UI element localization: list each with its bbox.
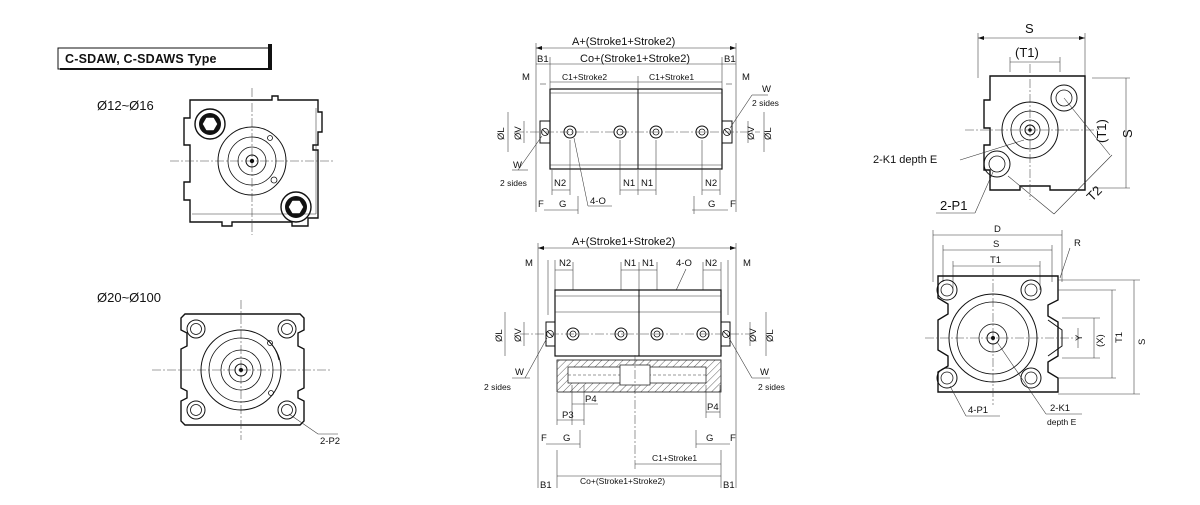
label-2-P2: 2-P2	[320, 436, 340, 447]
dim-bottom-co: Co+(Stroke1+Stroke2)	[580, 476, 665, 486]
dim-top-w-left: W	[513, 160, 522, 171]
dim-top-phiV-right: ØV	[746, 126, 757, 140]
dim-top-m-left: M	[522, 72, 530, 83]
dim-bottom-phiL-left: ØL	[494, 329, 505, 342]
small-rod-cover-circle	[217, 126, 287, 196]
bottom-mounting-holes	[566, 327, 710, 341]
dim-top-b1-right: B1	[724, 54, 736, 65]
large-port-holes	[186, 319, 297, 420]
top-cylinder-body	[549, 88, 723, 170]
dim-right-d: D	[994, 224, 1001, 235]
dim-top-g-left: G	[559, 199, 566, 210]
dim-right-s-side: S	[1120, 129, 1135, 138]
dim-top-phiV-left: ØV	[513, 126, 524, 140]
dim-top-phiL-left: ØL	[496, 127, 507, 140]
small-body-outline	[183, 95, 323, 227]
dim-right-t2: T2	[1084, 183, 1105, 204]
label-depth-E-bottom: depth E	[1047, 417, 1077, 427]
dim-top-w-right: W	[762, 84, 771, 95]
small-port-top-left	[194, 108, 226, 140]
dim-bottom-overall: A+(Stroke1+Stroke2)	[572, 236, 675, 248]
dim-top-f-left: F	[538, 199, 544, 210]
dim-top-f-right: F	[730, 199, 736, 210]
dim-bottom-p3: P3	[562, 410, 574, 421]
large-body-outline	[180, 313, 305, 426]
dim-right-s-bottom: S	[993, 239, 999, 250]
top-mounting-holes	[563, 125, 709, 139]
label-2-P1: 2-P1	[940, 198, 967, 213]
dim-bottom-p4-right: P4	[707, 402, 719, 413]
dim-bottom-phiL-right: ØL	[765, 329, 776, 342]
dim-top-n1-right: N1	[641, 178, 653, 189]
top-side-view: A+(Stroke1+Stroke2) B1 B1 Co+(Stroke1+St…	[496, 36, 779, 214]
dim-right-t1-side: (T1)	[1094, 119, 1109, 143]
dim-bottom-phiV-left: ØV	[513, 328, 524, 342]
large-bore-front-view: Ø20~Ø100 2-P2	[97, 290, 340, 447]
small-port-bottom-right	[280, 191, 312, 223]
size-label-large: Ø20~Ø100	[97, 290, 161, 305]
bottom-cylinder-body	[554, 289, 722, 357]
dim-right-t1-top: (T1)	[1015, 45, 1039, 60]
type-title: C-SDAW, C-SDAWS Type	[57, 44, 272, 70]
dim-top-b1-left: B1	[537, 54, 549, 65]
dim-top-w-right-sides: 2 sides	[752, 98, 779, 108]
dim-bottom-n2-left: N2	[559, 258, 571, 269]
dim-top-m-right: M	[742, 72, 750, 83]
dim-right-s-side-bottom: S	[1137, 339, 1148, 345]
dim-bottom-phiV-right: ØV	[748, 328, 759, 342]
dim-bottom-w-left-sides: 2 sides	[484, 382, 511, 392]
dim-bottom-f-right: F	[730, 433, 736, 444]
dim-right-s-top: S	[1025, 21, 1034, 36]
dim-bottom-4-O: 4-O	[676, 258, 692, 269]
dim-top-n2-right: N2	[705, 178, 717, 189]
dim-top-phiL-right: ØL	[763, 127, 774, 140]
dim-top-4-O: 4-O	[590, 196, 606, 207]
dim-right-t1-bottom: T1	[990, 255, 1001, 266]
dim-bottom-m-left: M	[525, 258, 533, 269]
label-4-P1: 4-P1	[968, 405, 988, 416]
large-rod-cover-circle	[200, 329, 282, 411]
dim-right-t1-side-bottom: T1	[1114, 332, 1125, 343]
small-bore-front-view: Ø12~Ø16	[97, 88, 335, 235]
dim-top-overall: A+(Stroke1+Stroke2)	[572, 36, 675, 48]
dim-bottom-g-left: G	[563, 433, 570, 444]
right-top-body-outline	[983, 75, 1086, 191]
right-top-end-view: S (T1) S (T1) T2 2-K1 depth E 2-P1	[873, 21, 1135, 215]
dim-top-w-left-sides: 2 sides	[500, 178, 527, 188]
dim-right-r: R	[1074, 238, 1081, 249]
bottom-side-view: A+(Stroke1+Stroke2) N2 N1 N1 N2 4-O M M	[484, 236, 785, 491]
size-label-small: Ø12~Ø16	[97, 98, 154, 113]
right-bottom-end-view: D S T1 R S T1	[925, 224, 1148, 427]
dim-top-co: Co+(Stroke1+Stroke2)	[580, 53, 690, 65]
dim-bottom-b1-right: B1	[723, 480, 735, 491]
dim-bottom-w-left: W	[515, 367, 524, 378]
label-2-K1-depth-E-top: 2-K1 depth E	[873, 154, 937, 166]
dim-bottom-n2-right: N2	[705, 258, 717, 269]
dim-bottom-w-right-sides: 2 sides	[758, 382, 785, 392]
dim-top-c1-stroke2: C1+Stroke2	[562, 72, 607, 82]
dim-top-g-right: G	[708, 199, 715, 210]
dim-bottom-w-right: W	[760, 367, 769, 378]
dim-bottom-p4-left: P4	[585, 394, 597, 405]
dim-top-c1-stroke1: C1+Stroke1	[649, 72, 694, 82]
dim-bottom-m-right: M	[743, 258, 751, 269]
dim-top-n1-left: N1	[623, 178, 635, 189]
label-2-K1-bottom: 2-K1	[1050, 403, 1070, 414]
dim-right-y: Y	[1074, 334, 1085, 341]
dim-bottom-b1-left: B1	[540, 480, 552, 491]
dim-right-x: (X)	[1095, 334, 1106, 347]
right-bottom-body-outline	[937, 275, 1059, 393]
dim-bottom-g-right: G	[706, 433, 713, 444]
dim-bottom-f-left: F	[541, 433, 547, 444]
type-title-text: C-SDAW, C-SDAWS Type	[65, 52, 217, 66]
dim-bottom-c1-stroke1: C1+Stroke1	[652, 453, 697, 463]
dim-bottom-n1-right: N1	[642, 258, 654, 269]
dim-bottom-n1-left: N1	[624, 258, 636, 269]
dim-top-n2-left: N2	[554, 178, 566, 189]
